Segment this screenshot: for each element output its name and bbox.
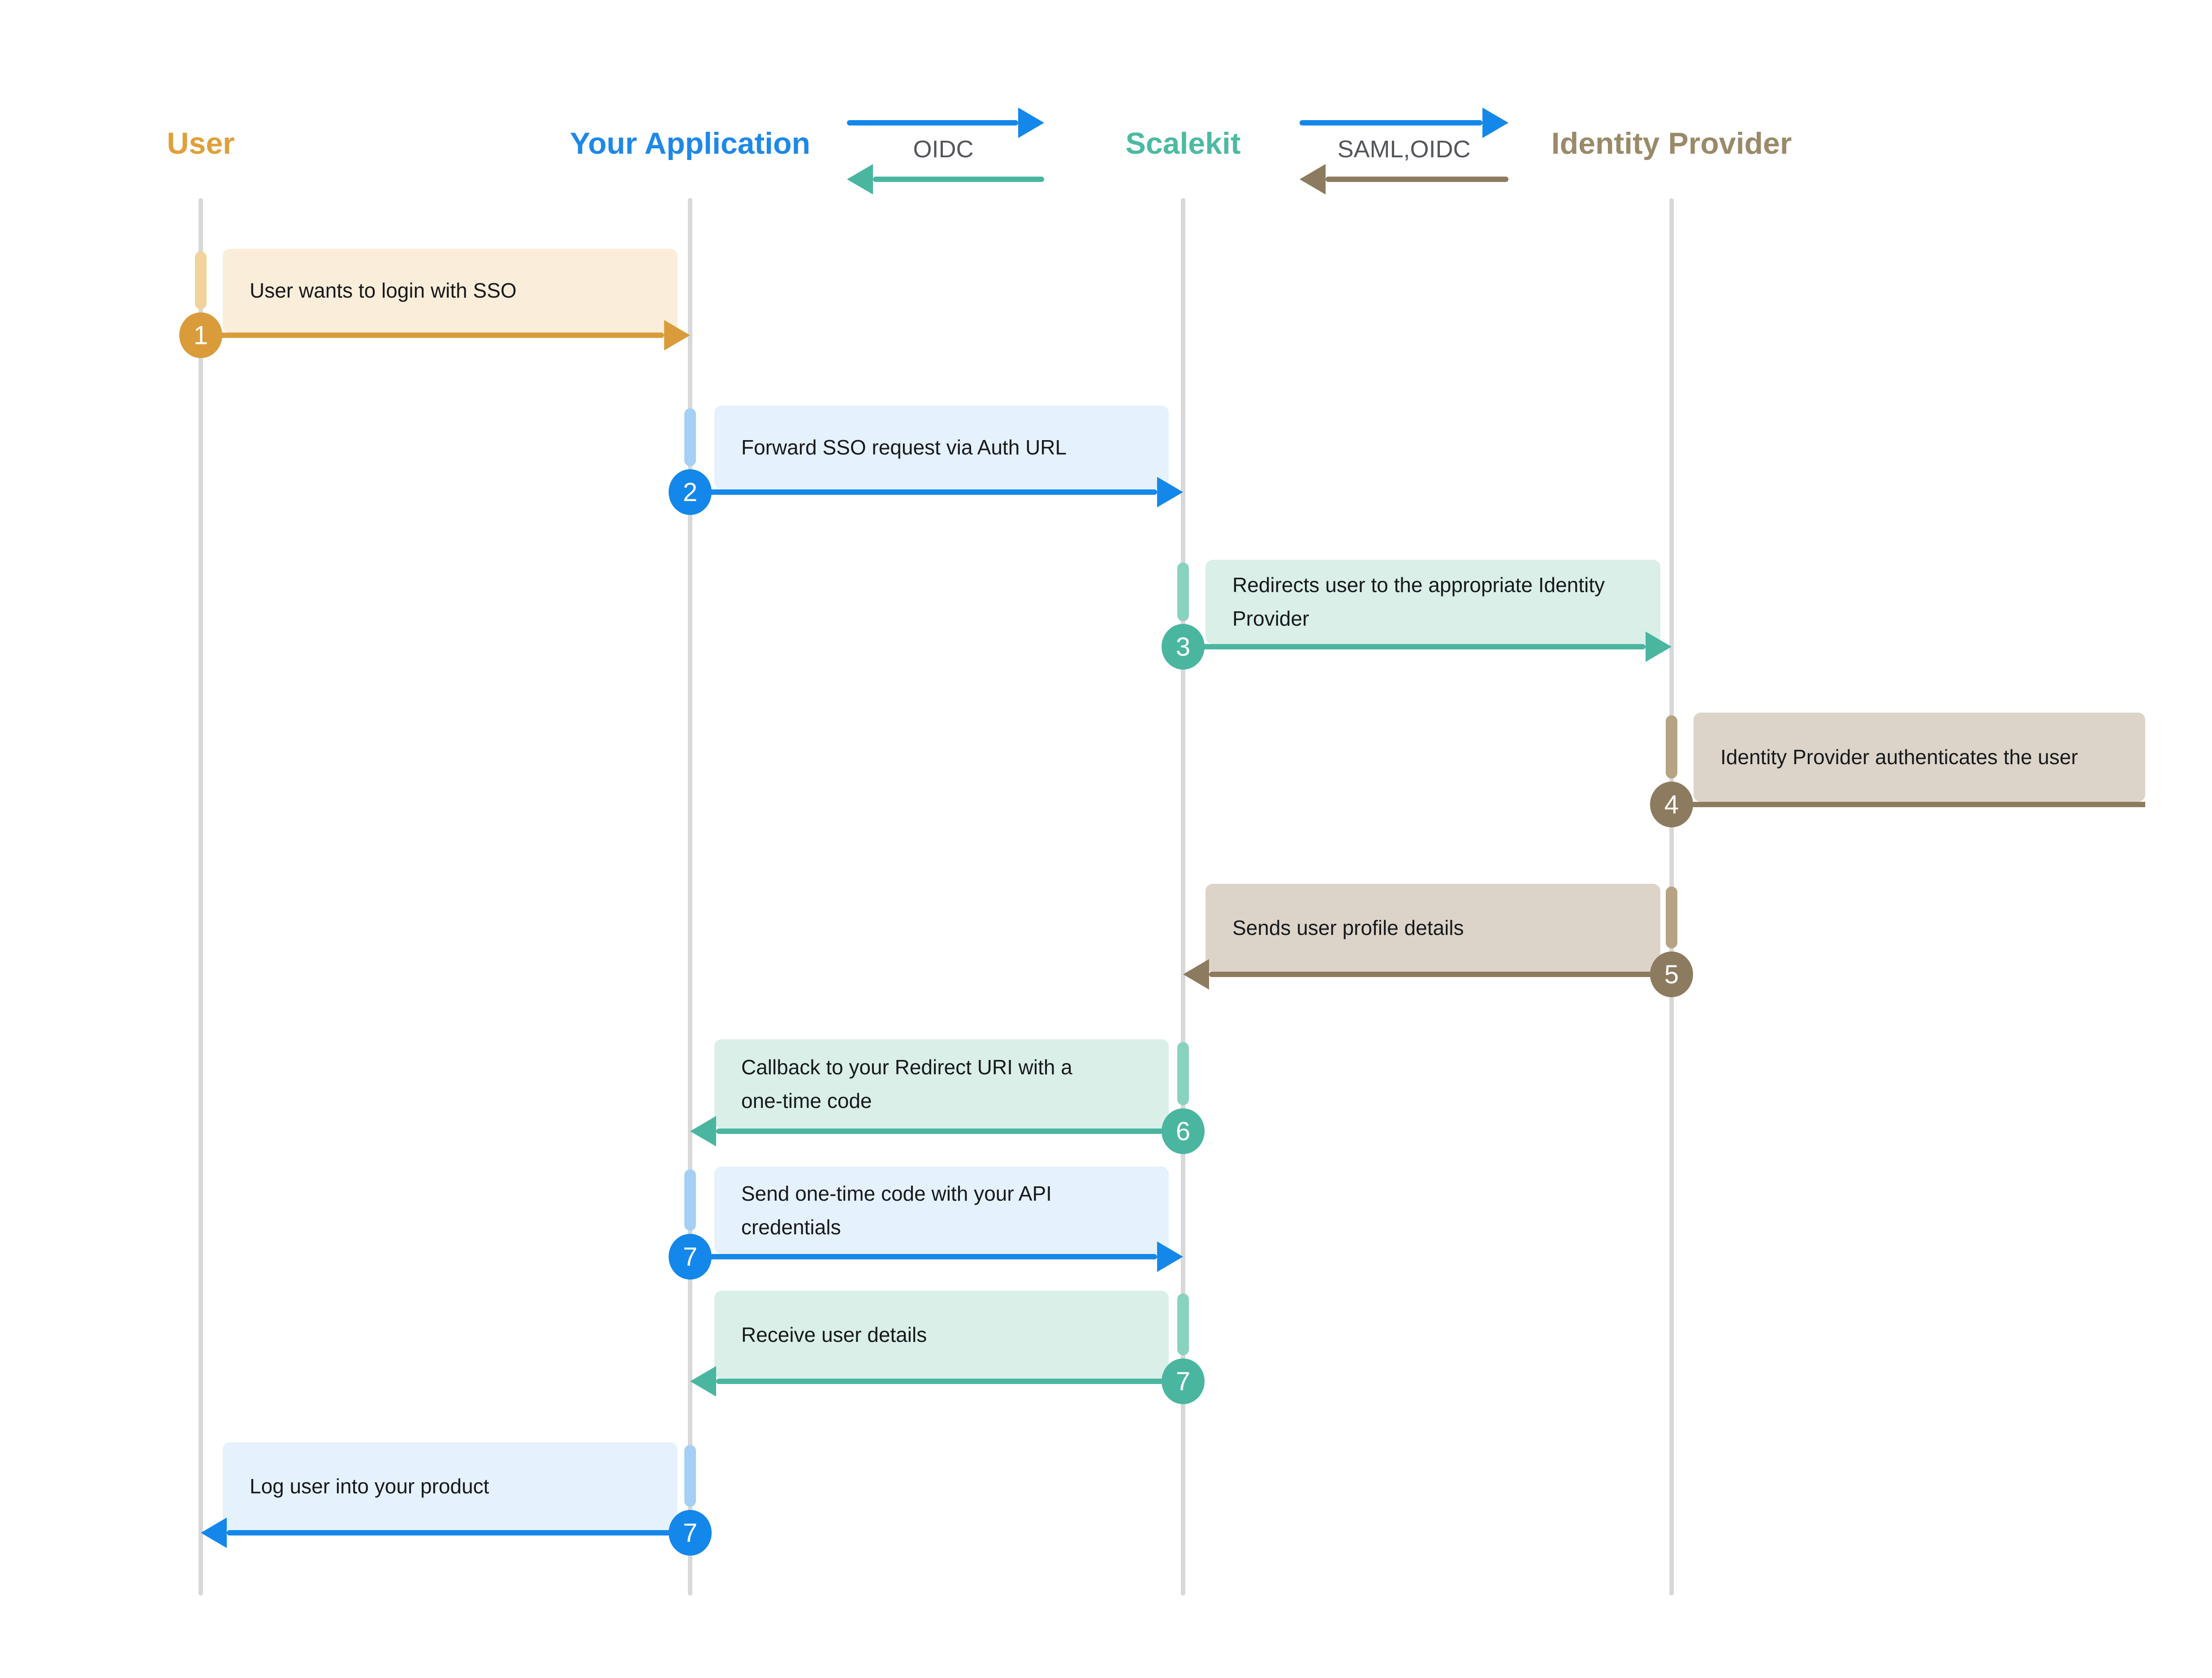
step-5-arrowhead-icon bbox=[1183, 959, 1209, 990]
step-3-message-box: Redirects user to the appropriate Identi… bbox=[1205, 560, 1660, 644]
step-6-arrow-line bbox=[716, 1129, 1183, 1134]
step-1-activation-bar bbox=[195, 251, 207, 309]
step-1-number-badge: 1 bbox=[179, 312, 222, 358]
saml-return-arrowhead-icon bbox=[1300, 164, 1326, 195]
step-6-arrowhead-icon bbox=[690, 1116, 716, 1146]
step-1-arrowhead-icon bbox=[664, 320, 690, 350]
saml-forward-arrowhead-icon bbox=[1482, 108, 1508, 138]
saml-protocol-label: SAML,OIDC bbox=[1337, 136, 1471, 163]
step-3-activation-bar bbox=[1177, 562, 1189, 621]
step-7b-number-badge: 7 bbox=[1162, 1358, 1205, 1404]
step-7-message-text: Send one-time code with your API credent… bbox=[741, 1181, 1052, 1239]
step-2-activation-bar bbox=[684, 408, 696, 466]
step-7-arrow-line bbox=[690, 1254, 1157, 1259]
participant-application: Your Application bbox=[570, 126, 811, 160]
step-5-message-text: Sends user profile details bbox=[1232, 916, 1464, 939]
step-2-arrow-line bbox=[690, 489, 1157, 495]
step-3-number-badge: 3 bbox=[1162, 624, 1205, 670]
oidc-protocol-label: OIDC bbox=[913, 136, 974, 163]
oidc-return-arrowhead-icon bbox=[847, 164, 873, 195]
step-4-message-box: Identity Provider authenticates the user bbox=[1694, 713, 2145, 802]
step-8-arrowhead-icon bbox=[201, 1518, 227, 1548]
step-2-number-badge: 2 bbox=[669, 469, 712, 515]
step-1-message-text: User wants to login with SSO bbox=[250, 279, 517, 303]
step-8-number-badge: 7 bbox=[669, 1510, 712, 1556]
step-7b-message-box: Receive user details bbox=[714, 1291, 1169, 1379]
step-8-arrow-line bbox=[227, 1530, 690, 1535]
step-7-message-box: Send one-time code with your API credent… bbox=[714, 1167, 1169, 1254]
step-7-number-badge: 7 bbox=[669, 1234, 712, 1280]
step-3-message-text: Redirects user to the appropriate Identi… bbox=[1232, 573, 1605, 630]
step-1-message-box: User wants to login with SSO bbox=[223, 249, 678, 333]
step-5-number-badge: 5 bbox=[1650, 951, 1693, 997]
step-4-underline bbox=[1672, 802, 2145, 807]
participant-identity-provider: Identity Provider bbox=[1551, 126, 1792, 160]
step-3-arrowhead-icon bbox=[1646, 631, 1672, 662]
step-7b-arrow-line bbox=[716, 1379, 1183, 1384]
participant-scalekit: Scalekit bbox=[1125, 126, 1241, 160]
step-6-activation-bar bbox=[1177, 1042, 1189, 1105]
step-4-message-text: Identity Provider authenticates the user bbox=[1720, 745, 2078, 769]
oidc-forward-arrowhead-icon bbox=[1018, 108, 1044, 138]
lifeline-user bbox=[199, 198, 203, 1596]
step-8-activation-bar bbox=[684, 1445, 696, 1507]
oidc-forward-arrow-line bbox=[847, 120, 1018, 125]
step-2-message-box: Forward SSO request via Auth URL bbox=[714, 406, 1169, 489]
step-4-number-badge: 4 bbox=[1650, 782, 1693, 827]
oidc-return-arrow-line bbox=[873, 177, 1044, 182]
lifeline-scalekit bbox=[1181, 198, 1185, 1596]
step-5-activation-bar bbox=[1666, 887, 1677, 948]
step-6-number-badge: 6 bbox=[1162, 1108, 1205, 1154]
step-1-arrow-line bbox=[201, 333, 664, 338]
step-8-message-text: Log user into your product bbox=[250, 1474, 489, 1498]
step-2-message-text: Forward SSO request via Auth URL bbox=[741, 436, 1067, 459]
step-7b-arrowhead-icon bbox=[690, 1366, 716, 1397]
step-7b-message-text: Receive user details bbox=[741, 1323, 927, 1346]
saml-return-arrow-line bbox=[1326, 177, 1508, 182]
lifeline-application bbox=[688, 198, 692, 1596]
saml-forward-arrow-line bbox=[1300, 120, 1482, 125]
participant-user: User bbox=[167, 126, 235, 160]
step-6-message-text: Callback to your Redirect URI with a one… bbox=[741, 1055, 1072, 1112]
step-8-message-box: Log user into your product bbox=[223, 1442, 678, 1530]
step-7-activation-bar bbox=[684, 1169, 696, 1231]
step-4-activation-bar bbox=[1666, 715, 1677, 778]
step-5-arrow-line bbox=[1209, 972, 1672, 977]
step-6-message-box: Callback to your Redirect URI with a one… bbox=[714, 1039, 1169, 1129]
step-7-arrowhead-icon bbox=[1157, 1241, 1183, 1272]
step-3-arrow-line bbox=[1183, 644, 1646, 649]
step-2-arrowhead-icon bbox=[1157, 477, 1183, 507]
step-5-message-box: Sends user profile details bbox=[1205, 884, 1660, 972]
step-7b-activation-bar bbox=[1177, 1293, 1189, 1355]
